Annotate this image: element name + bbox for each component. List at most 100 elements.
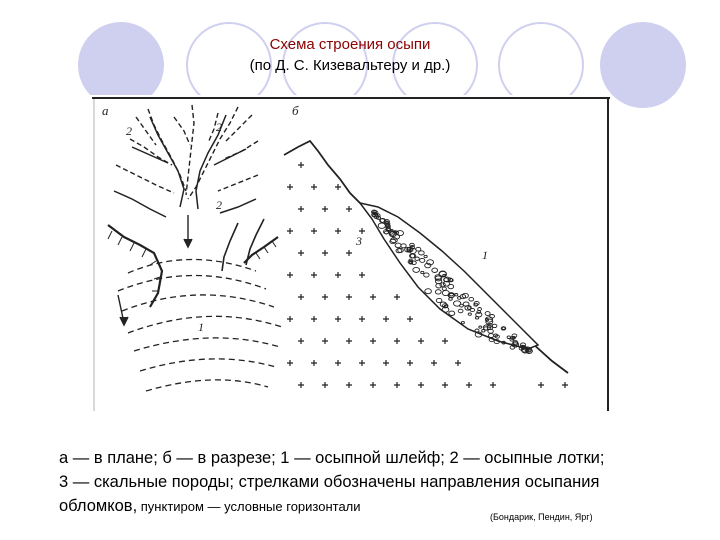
scree-fragment — [419, 257, 426, 263]
rock-plus-symbol — [407, 316, 413, 322]
rock-plus-symbol — [346, 250, 352, 256]
scree-talus — [358, 201, 540, 350]
scree-fragments — [371, 209, 533, 354]
scree-fragment — [424, 262, 432, 269]
rock-plus-symbol — [418, 382, 424, 388]
scree-fragment — [424, 288, 432, 295]
rock-plus-symbol — [298, 338, 304, 344]
scree-fragment — [482, 324, 491, 331]
scree-fragment — [489, 314, 495, 319]
scree-fragment — [439, 282, 446, 288]
scree-fragment — [406, 247, 413, 252]
rock-plus-symbol — [287, 360, 293, 366]
rock-plus-symbol — [311, 184, 317, 190]
ridge-right — [243, 236, 279, 264]
rock-plus-symbol — [455, 360, 461, 366]
scree-fragment — [431, 267, 439, 273]
scree-fragment — [469, 307, 476, 313]
scree-fragment — [371, 212, 378, 218]
rock-plus-symbol — [370, 338, 376, 344]
rock-plus-symbol — [394, 294, 400, 300]
caption-line-3-main: обломков, — [59, 497, 138, 515]
rock-plus-symbol — [418, 338, 424, 344]
label-a-2-top: 2 — [216, 120, 222, 134]
scree-fragment — [486, 325, 494, 331]
rock-plus-symbol — [322, 294, 328, 300]
rock-plus-symbol — [490, 382, 496, 388]
rock-plus-symbol — [311, 360, 317, 366]
rock-plus-symbol — [562, 382, 568, 388]
scree-fragment — [481, 329, 486, 333]
rock-plus-symbol — [359, 360, 365, 366]
caption-line-2: 3 — скальные породы; стрелками обозначен… — [59, 473, 600, 491]
scree-fragment — [501, 340, 506, 345]
label-a-2-left: 2 — [126, 124, 132, 138]
scree-fragment — [396, 230, 404, 237]
scree-fragment — [478, 325, 483, 329]
rock-plus-symbol — [287, 228, 293, 234]
rock-plus-symbol — [394, 338, 400, 344]
scree-fragment — [473, 302, 479, 307]
label-a-2-right: 2 — [216, 198, 222, 212]
rock-plus-symbol — [322, 206, 328, 212]
scree-fragment — [420, 270, 425, 275]
rock-plus-symbol — [359, 228, 365, 234]
scree-fragment — [485, 317, 490, 322]
bedrock-symbols — [287, 162, 568, 388]
label-a-1: 1 — [198, 320, 204, 334]
scree-fragment — [379, 218, 386, 223]
scree-fragment — [426, 259, 434, 266]
scree-diagram: а 2 2 2 1 — [88, 95, 610, 413]
scree-fragment — [441, 289, 450, 297]
scree-fragment — [511, 341, 520, 348]
scree-fragment — [474, 331, 483, 338]
slide-subtitle: (по Д. С. Кизевальтеру и др.) — [249, 57, 451, 74]
rock-plus-symbol — [335, 360, 341, 366]
scree-fragment — [407, 259, 413, 264]
rock-plus-symbol — [335, 272, 341, 278]
rock-plus-symbol — [442, 382, 448, 388]
rock-plus-symbol — [346, 338, 352, 344]
scree-fragment — [443, 304, 448, 308]
scree-fragment — [467, 306, 472, 310]
rock-plus-symbol — [383, 316, 389, 322]
scree-fragment — [457, 308, 464, 314]
contour-lines — [117, 258, 283, 392]
scree-fragment — [439, 301, 447, 308]
decor-ring — [498, 22, 584, 108]
rock-plus-symbol — [466, 382, 472, 388]
rock-plus-symbol — [370, 382, 376, 388]
rock-plus-symbol — [442, 338, 448, 344]
scree-fragment — [459, 294, 467, 300]
rock-plus-symbol — [359, 272, 365, 278]
scree-fragment — [484, 311, 491, 316]
scree-fragment — [418, 250, 425, 256]
ridge-left — [107, 224, 164, 308]
rock-plus-symbol — [298, 250, 304, 256]
flow-arrow-head — [183, 238, 193, 249]
scree-fragment — [411, 260, 417, 266]
scree-fragment — [447, 283, 455, 290]
decor-ring — [186, 22, 272, 108]
scree-fragment — [477, 307, 482, 311]
rock-plus-symbol — [298, 162, 304, 168]
scree-fragment — [434, 278, 443, 285]
scree-fragment — [388, 230, 394, 235]
scree-fragment — [408, 247, 417, 255]
rock-plus-symbol — [346, 294, 352, 300]
slide-title: Схема строения осыпи — [269, 36, 431, 53]
panel-a-label: а — [102, 103, 109, 118]
scree-fragment — [493, 339, 500, 345]
scree-fragment — [397, 247, 404, 253]
decor-circle — [600, 22, 686, 108]
rock-plus-symbol — [298, 382, 304, 388]
caption-line-3: обломков, пунктиром — условные горизонта… — [59, 497, 361, 516]
scree-fragment — [525, 348, 533, 354]
scree-fragment — [389, 238, 397, 245]
rock-plus-symbol — [287, 184, 293, 190]
panel-b-section: б 3 1 — [283, 103, 569, 388]
rock-plus-symbol — [335, 228, 341, 234]
scree-fragment — [486, 322, 493, 328]
rock-plus-symbol — [538, 382, 544, 388]
scree-fragment — [438, 270, 447, 277]
